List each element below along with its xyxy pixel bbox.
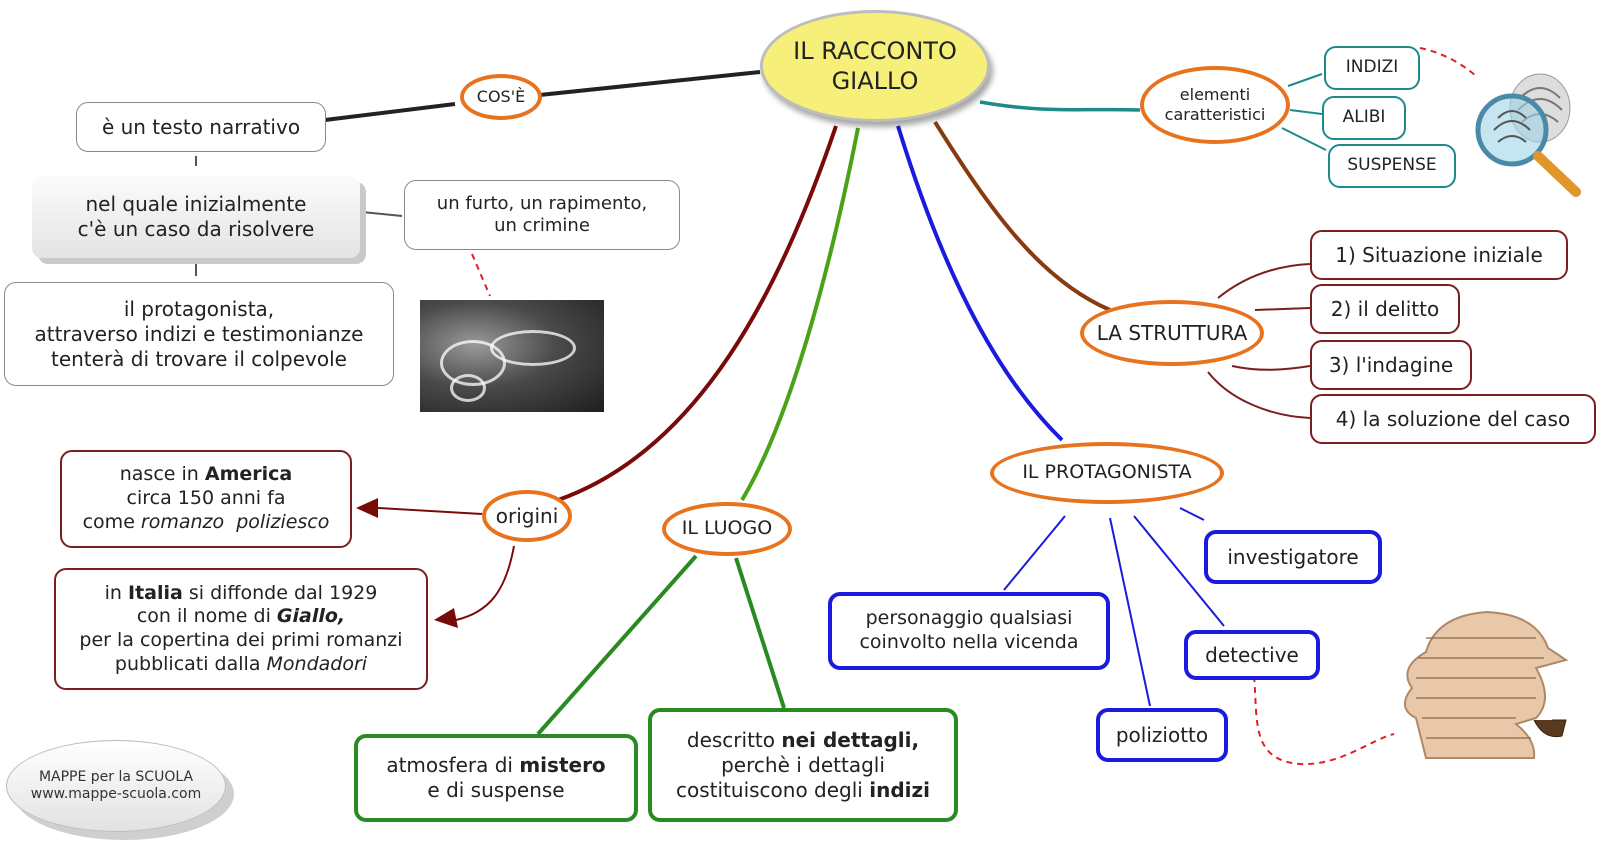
investigatore-node[interactable]: investigatore xyxy=(1204,530,1382,584)
il-luogo-node[interactable]: IL LUOGO xyxy=(662,502,792,556)
origini-america-node[interactable]: nasce in America circa 150 anni fa come … xyxy=(60,450,352,548)
struttura-step-3[interactable]: 3) l'indagine xyxy=(1310,340,1472,390)
alibi-node[interactable]: ALIBI xyxy=(1322,96,1406,140)
detective-silhouette-icon xyxy=(1404,610,1569,759)
mappe-scuola-logo: MAPPE per la SCUOLA www.mappe-scuola.com xyxy=(6,740,226,832)
luogo-mistero-node[interactable]: atmosfera di mistero e di suspense xyxy=(354,734,638,822)
testo-narrativo-node[interactable]: è un testo narrativo xyxy=(76,102,326,152)
indizi-node[interactable]: INDIZI xyxy=(1324,46,1420,90)
elementi-caratteristici-node[interactable]: elementi caratteristici xyxy=(1140,66,1290,144)
poliziotto-node[interactable]: poliziotto xyxy=(1096,708,1228,762)
suspense-node[interactable]: SUSPENSE xyxy=(1328,144,1456,188)
detective-node[interactable]: detective xyxy=(1184,630,1320,680)
magnifying-glass-fingerprint-icon xyxy=(1475,73,1581,197)
luogo-dettagli-node[interactable]: descritto nei dettagli, perchè i dettagl… xyxy=(648,708,958,822)
crime-scene-photo xyxy=(420,300,604,412)
struttura-step-2[interactable]: 2) il delitto xyxy=(1310,284,1460,334)
struttura-step-4[interactable]: 4) la soluzione del caso xyxy=(1310,394,1596,444)
origini-italia-node[interactable]: Italiain Italia si diffonde dal 1929 con… xyxy=(54,568,428,690)
struttura-node[interactable]: LA STRUTTURA xyxy=(1080,300,1264,366)
origini-node[interactable]: origini xyxy=(482,490,572,542)
protagonista-desc-node[interactable]: il protagonista, attraverso indizi e tes… xyxy=(4,282,394,386)
crimine-node[interactable]: un furto, un rapimento, un crimine xyxy=(404,180,680,250)
cos-e-node[interactable]: COS'È xyxy=(460,74,542,120)
personaggio-qualsiasi-node[interactable]: personaggio qualsiasi coinvolto nella vi… xyxy=(828,592,1110,670)
central-topic[interactable]: IL RACCONTO GIALLO xyxy=(760,10,990,122)
struttura-step-1[interactable]: 1) Situazione iniziale xyxy=(1310,230,1568,280)
il-protagonista-node[interactable]: IL PROTAGONISTA xyxy=(990,442,1224,504)
caso-da-risolvere-node[interactable]: nel quale inizialmente c'è un caso da ri… xyxy=(32,176,360,258)
